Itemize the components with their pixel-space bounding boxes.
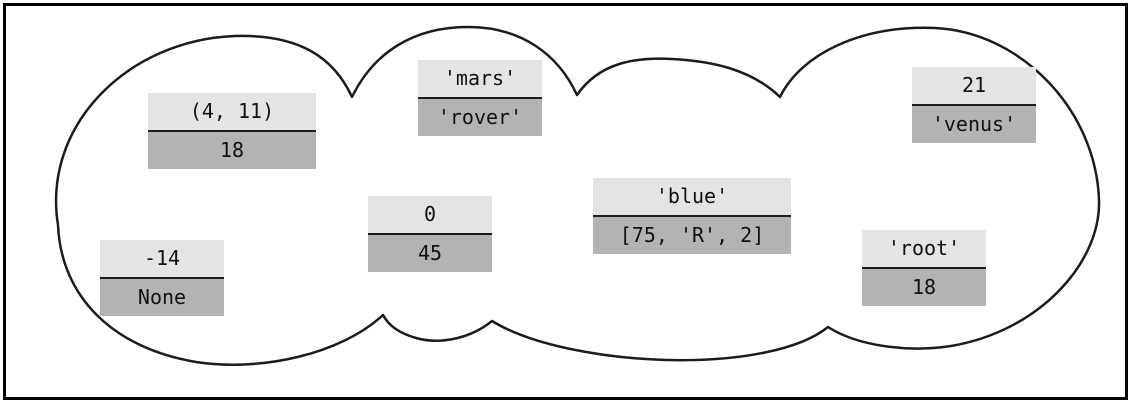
dict-entry-box: 21 'venus' (912, 67, 1036, 143)
entry-key-cell: -14 (100, 240, 224, 279)
entry-value-cell: 18 (862, 269, 986, 306)
dict-entry-box: 'blue' [75, 'R', 2] (593, 178, 791, 254)
entry-value-cell: 45 (368, 235, 492, 272)
entry-value-cell: [75, 'R', 2] (593, 217, 791, 254)
entry-key-cell: (4, 11) (148, 93, 316, 132)
entry-value-cell: 'venus' (912, 106, 1036, 143)
entry-key-cell: 'root' (862, 230, 986, 269)
entry-key-cell: 21 (912, 67, 1036, 106)
dict-entry-box: -14 None (100, 240, 224, 316)
entry-key-cell: 0 (368, 196, 492, 235)
dict-entry-box: (4, 11) 18 (148, 93, 316, 169)
entry-key-cell: 'mars' (418, 60, 542, 99)
diagram-frame (3, 3, 1128, 400)
entry-value-cell: 18 (148, 132, 316, 169)
entry-value-cell: None (100, 279, 224, 316)
entry-key-cell: 'blue' (593, 178, 791, 217)
dict-entry-box: 'mars' 'rover' (418, 60, 542, 136)
dict-entry-box: 0 45 (368, 196, 492, 272)
dict-entry-box: 'root' 18 (862, 230, 986, 306)
entry-value-cell: 'rover' (418, 99, 542, 136)
